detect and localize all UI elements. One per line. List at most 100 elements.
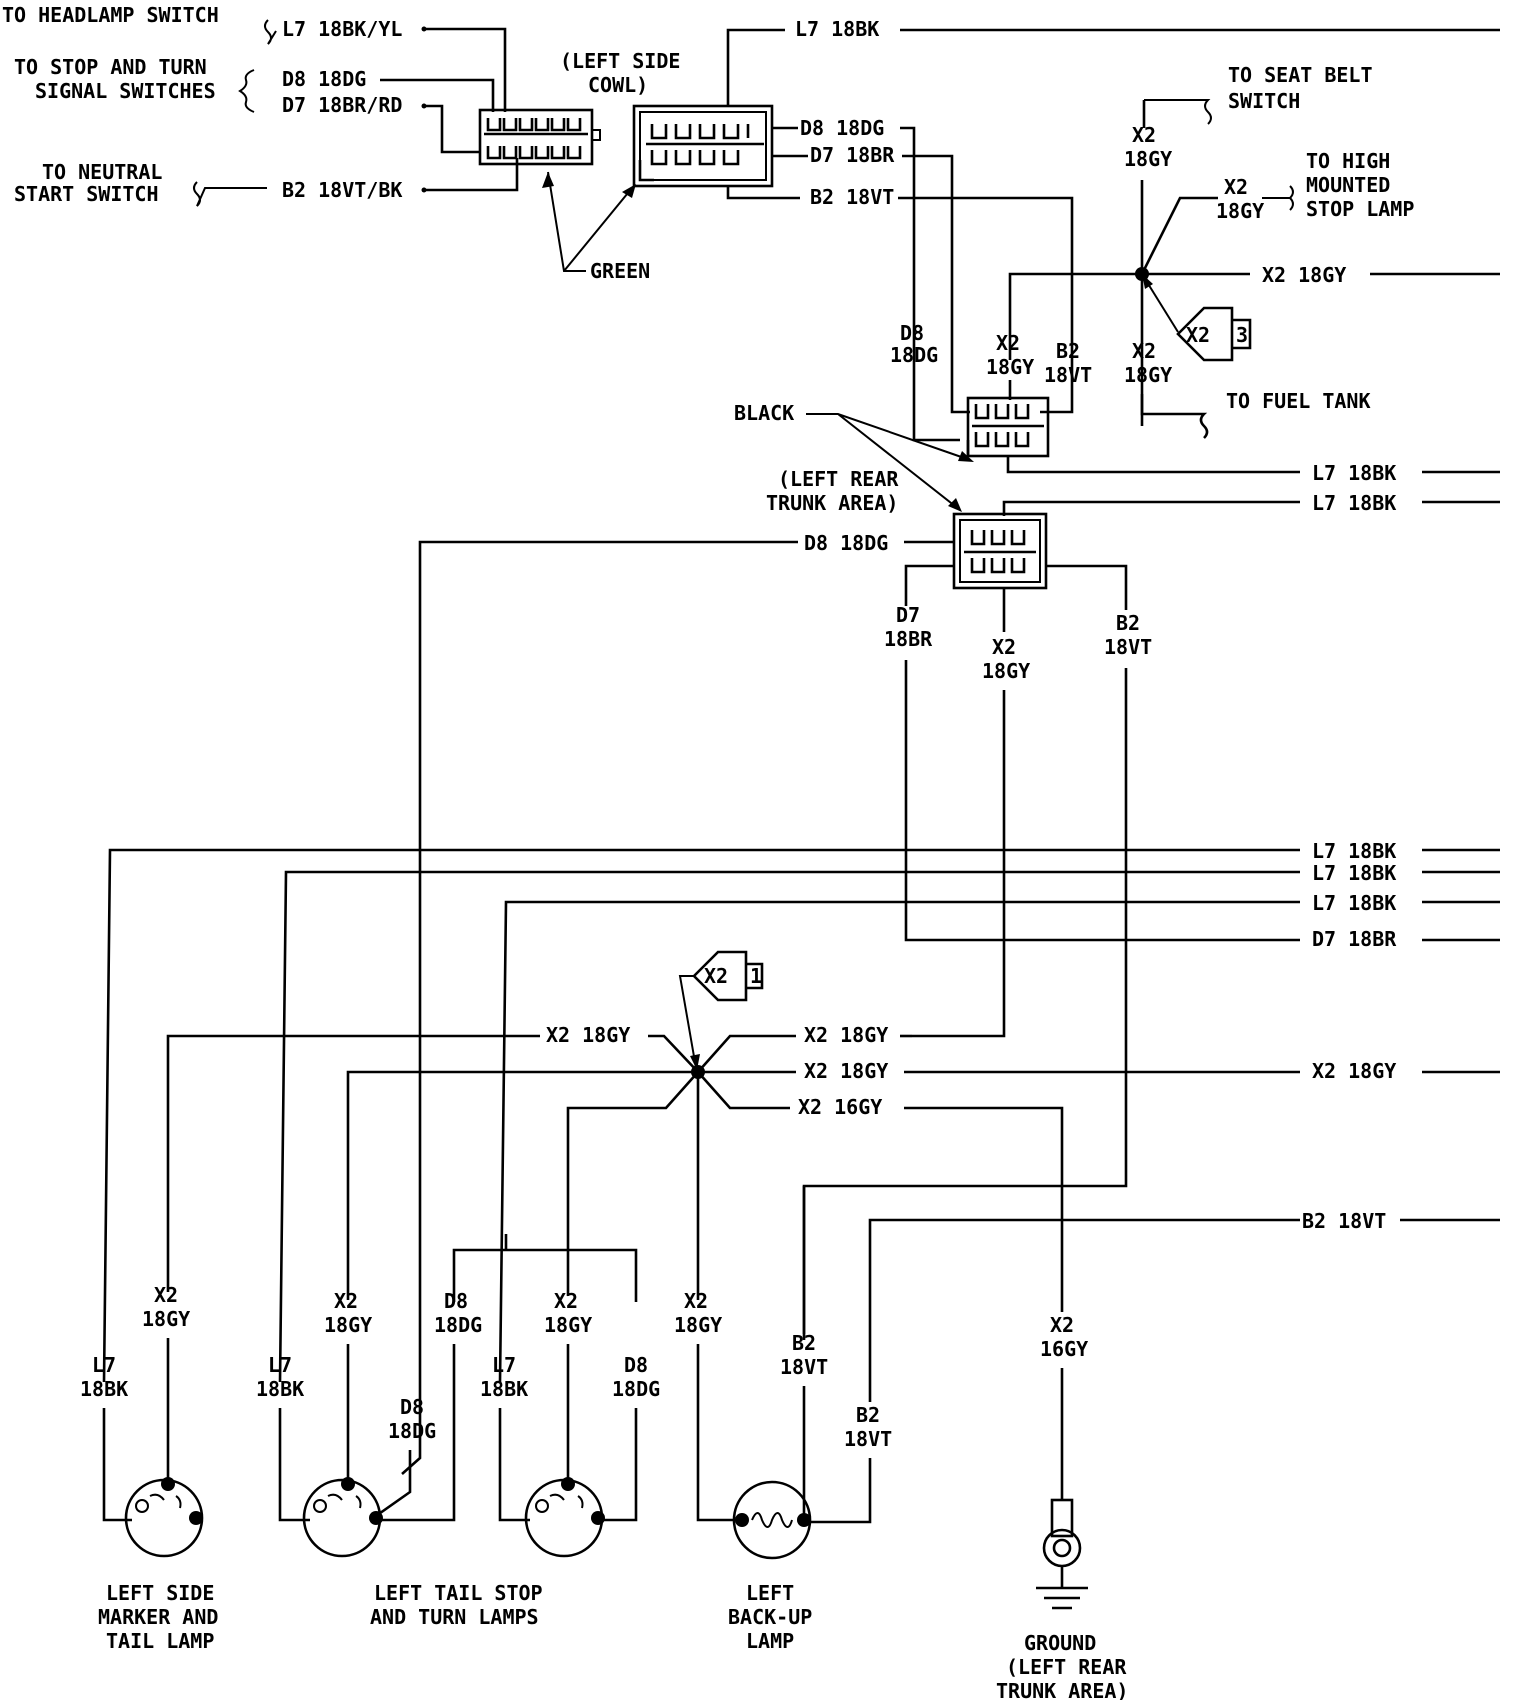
wire-x2-l2 xyxy=(346,1070,796,1300)
neutral-label-2: START SWITCH xyxy=(14,182,159,206)
lv-b2b-1: B2 xyxy=(856,1403,880,1427)
wire-b2-b xyxy=(726,186,800,200)
x2-fuel-2: 18GY xyxy=(1124,363,1172,387)
wire-l7-r1 xyxy=(1006,456,1300,474)
squiggle-neutral xyxy=(193,181,267,207)
x2-v-2: 18GY xyxy=(986,355,1034,379)
ground-label-1: GROUND xyxy=(1024,1631,1096,1655)
fuel-label: TO FUEL TANK xyxy=(1226,389,1371,413)
wire-x2-r2-label: X2 18GY xyxy=(804,1059,888,1083)
lv-l7c-2: 18BK xyxy=(480,1377,528,1401)
wire-l7-m3 xyxy=(498,900,1300,1383)
x2-v-1: X2 xyxy=(996,331,1020,355)
squiggle-headlamp xyxy=(264,19,277,45)
squiggle-seatbelt xyxy=(1144,99,1212,125)
b2-v-1: B2 xyxy=(1056,339,1080,363)
connector-green-1 xyxy=(478,108,601,166)
wire-x2-fuel xyxy=(1140,394,1209,439)
wire-d8a-lamp xyxy=(375,1450,412,1518)
lv-x2a-1: X2 xyxy=(154,1283,178,1307)
lv-d8c-1: D8 xyxy=(624,1353,648,1377)
terminal-dot xyxy=(421,26,427,32)
squiggle-hmsl xyxy=(1262,185,1294,211)
wire-d8-dg-a: D8 18DG xyxy=(282,67,366,91)
svg-text:1: 1 xyxy=(750,964,762,988)
d8-v-1: D8 xyxy=(900,321,924,345)
seatbelt-label-1: TO SEAT BELT xyxy=(1228,63,1373,87)
stop-turn-label-2: SIGNAL SWITCHES xyxy=(35,79,216,103)
wire-d7-brrd: D7 18BR/RD xyxy=(282,93,402,117)
stop-turn-label-1: TO STOP AND TURN xyxy=(14,55,207,79)
terminal-dot xyxy=(421,187,427,193)
wire-x2-far-label: X2 18GY xyxy=(1312,1059,1396,1083)
wire-b2-b-run xyxy=(898,196,1074,414)
wire-x2d-lamp xyxy=(696,1344,738,1522)
wire-l7-bkyl-line xyxy=(426,27,507,112)
wire-x2-l1-join xyxy=(648,1034,699,1073)
wire-d8c-lamp xyxy=(600,1408,638,1522)
wire-l7-r1-label: L7 18BK xyxy=(1312,461,1396,485)
cowl-label-1: (LEFT SIDE xyxy=(560,49,680,73)
wire-b2-c-stub xyxy=(1046,564,1128,610)
wire-l7-top xyxy=(726,28,785,106)
lamp2-label-2: AND TURN LAMPS xyxy=(370,1605,539,1629)
lv-b2a-1: B2 xyxy=(792,1331,816,1355)
lamp-tail-stop-2 xyxy=(524,1477,605,1558)
wire-x2-l1 xyxy=(166,1034,540,1292)
d7-c-1: D7 xyxy=(896,603,920,627)
terminal-dot xyxy=(421,103,427,109)
wire-x2-r3-run xyxy=(904,1106,1064,1312)
black-arrow-2 xyxy=(948,498,962,512)
svg-text:X2: X2 xyxy=(704,964,728,988)
wire-d8-b-label: D8 18DG xyxy=(800,116,884,140)
wire-d7-c-stub xyxy=(904,564,954,606)
lv-x2e-1: X2 xyxy=(1050,1313,1074,1337)
lv-b2a-2: 18VT xyxy=(780,1355,828,1379)
b2-v-2: 18VT xyxy=(1044,363,1092,387)
lv-x2a-2: 18GY xyxy=(142,1307,190,1331)
wire-l7-top-label: L7 18BK xyxy=(795,17,879,41)
lv-x2d-2: 18GY xyxy=(674,1313,722,1337)
wire-l7a-lamp xyxy=(102,1408,132,1522)
wire-x2-l3 xyxy=(566,1071,699,1296)
ground-label-3: TRUNK AREA) xyxy=(996,1679,1128,1700)
headlamp-label: TO HEADLAMP SWITCH xyxy=(2,3,219,27)
wire-d8-a-line xyxy=(380,78,495,112)
wire-d8-c-label: D8 18DG xyxy=(804,531,888,555)
x2-fuel-1: X2 xyxy=(1132,339,1156,363)
connector-black-2 xyxy=(952,512,1048,590)
splice-tag-3: X2 3 xyxy=(1176,306,1252,362)
hmsl-label-2: MOUNTED xyxy=(1306,173,1390,197)
wire-b2b-lamp xyxy=(810,1458,872,1524)
lv-d8b-1: D8 xyxy=(444,1289,468,1313)
trunk-label-1: (LEFT REAR xyxy=(778,467,899,491)
black-label: BLACK xyxy=(734,401,794,425)
lamp3-label-2: BACK-UP xyxy=(728,1605,812,1629)
d8-v-2: 18DG xyxy=(890,343,938,367)
lv-l7a-2: 18BK xyxy=(80,1377,128,1401)
wire-b2-b-label: B2 18VT xyxy=(810,185,894,209)
wire-b2-vtbk: B2 18VT/BK xyxy=(282,178,402,202)
lamp1-label-2: MARKER AND xyxy=(98,1605,218,1629)
lv-d8c-2: 18DG xyxy=(612,1377,660,1401)
neutral-label-1: TO NEUTRAL xyxy=(42,160,162,184)
lv-l7c-1: L7 xyxy=(492,1353,516,1377)
lamp-tail-stop-1 xyxy=(302,1477,383,1558)
wire-l7-r2-label: L7 18BK xyxy=(1312,491,1396,515)
wire-b2-vtbk-line xyxy=(426,158,519,192)
lamp3-label-3: LAMP xyxy=(746,1629,794,1653)
x2-seat-2: 18GY xyxy=(1124,147,1172,171)
black-arrow-1 xyxy=(958,451,974,462)
wire-b2-far xyxy=(868,1218,1300,1402)
lv-l7b-2: 18BK xyxy=(256,1377,304,1401)
x2-c-2: 18GY xyxy=(982,659,1030,683)
x2-hmsl-2: 18GY xyxy=(1216,199,1264,223)
wire-l7-m2-label: L7 18BK xyxy=(1312,861,1396,885)
lv-b2b-2: 18VT xyxy=(844,1427,892,1451)
lv-l7b-1: L7 xyxy=(268,1353,292,1377)
ground-symbol xyxy=(1036,1498,1088,1610)
wire-l7-bkyl: L7 18BK/YL xyxy=(282,17,402,41)
green-arrow-1 xyxy=(542,172,554,188)
wire-l7-r2 xyxy=(1002,500,1300,516)
